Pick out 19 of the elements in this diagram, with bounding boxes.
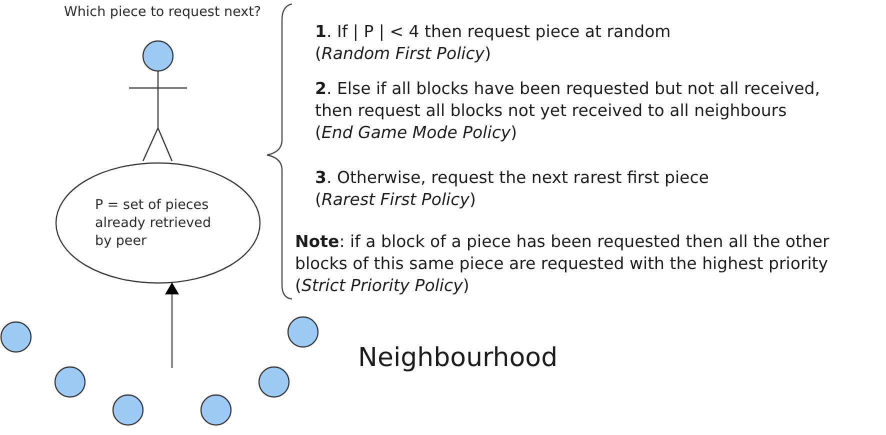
neighbour-circle — [112, 394, 144, 426]
neighbour-circle — [200, 394, 232, 426]
arrow — [165, 282, 179, 368]
policy-name: (End Game Mode Policy) — [315, 122, 518, 144]
rule-text: 2. Else if all blocks have been requested but not all received, then request all blocks not yet received to all neighbours — [315, 78, 822, 122]
policy-name: (Random First Policy) — [315, 43, 492, 65]
neighbour-circle — [54, 366, 86, 398]
policy-name: (Strict Priority Policy) — [295, 275, 470, 297]
rule-text: 3. Otherwise, request the next rarest first piece — [315, 167, 709, 189]
neighbour-circle — [0, 321, 32, 353]
node-text: P = set of pieces already retrieved by peer — [95, 196, 212, 250]
note-text: Note: if a block of a piece has been requested then all the other blocks of this same piece are requested with the highest priority — [295, 231, 830, 275]
policy-name: (Rarest First Policy) — [315, 189, 476, 211]
neighbour-circle — [258, 366, 290, 398]
question-text: Which piece to request next? — [64, 4, 262, 20]
rule-text: 1. If | P | < 4 then request piece at random — [315, 21, 671, 43]
ellipse-node — [55, 162, 261, 284]
group-label: Neighbourhood — [358, 342, 558, 375]
neighbour-circle — [287, 316, 319, 348]
